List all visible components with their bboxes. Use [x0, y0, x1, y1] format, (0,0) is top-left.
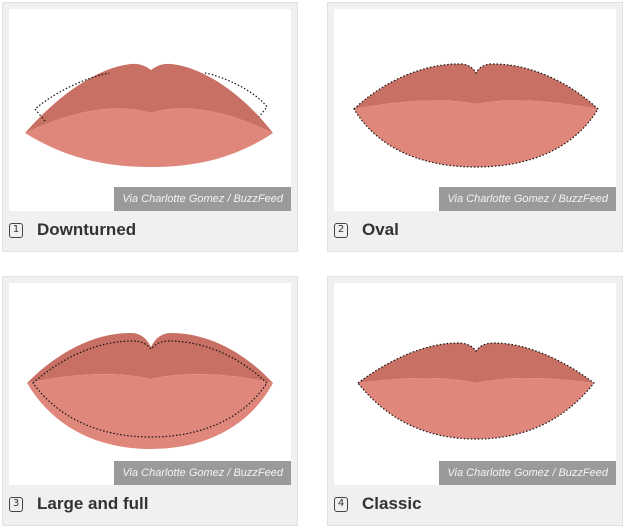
lower-lip: [25, 108, 273, 167]
lips-large-full-illustration: Via Charlotte Gomez / BuzzFeed: [9, 283, 291, 485]
lip-shape-label: Large and full: [37, 494, 149, 513]
photo-credit: Via Charlotte Gomez / BuzzFeed: [439, 187, 616, 211]
number-badge: 4: [334, 496, 348, 512]
card-caption: 2 Oval: [334, 217, 399, 243]
lips-downturned-illustration: Via Charlotte Gomez / BuzzFeed: [9, 9, 291, 211]
card-caption: 1 Downturned: [9, 217, 136, 243]
lip-shape-card-large-and-full[interactable]: Via Charlotte Gomez / BuzzFeed 3 Large a…: [2, 276, 298, 526]
number-badge: 1: [9, 222, 23, 238]
shape-outline: [357, 342, 595, 440]
photo-credit: Via Charlotte Gomez / BuzzFeed: [114, 461, 291, 485]
shape-outline: [353, 63, 599, 168]
lower-lip: [27, 374, 273, 449]
shape-outline: [34, 72, 268, 122]
lip-shape-label: Oval: [362, 220, 399, 239]
card-caption: 4 Classic: [334, 491, 422, 517]
lower-lip: [358, 378, 594, 439]
lip-shape-label: Downturned: [37, 220, 137, 239]
photo-credit: Via Charlotte Gomez / BuzzFeed: [439, 461, 616, 485]
lip-shape-card-classic[interactable]: Via Charlotte Gomez / BuzzFeed 4 Classic: [327, 276, 623, 526]
upper-lip: [354, 63, 598, 109]
upper-lip: [25, 63, 273, 133]
number-badge: 2: [334, 222, 348, 238]
lips-oval-illustration: Via Charlotte Gomez / BuzzFeed: [334, 9, 616, 211]
lip-shape-card-oval[interactable]: Via Charlotte Gomez / BuzzFeed 2 Oval: [327, 2, 623, 252]
lips-classic-illustration: Via Charlotte Gomez / BuzzFeed: [334, 283, 616, 485]
upper-lip: [27, 333, 273, 383]
lip-shape-card-downturned[interactable]: Via Charlotte Gomez / BuzzFeed 1 Downtur…: [2, 2, 298, 252]
upper-lip: [358, 343, 594, 383]
card-caption: 3 Large and full: [9, 491, 148, 517]
lower-lip: [354, 100, 598, 167]
number-badge: 3: [9, 496, 23, 512]
photo-credit: Via Charlotte Gomez / BuzzFeed: [114, 187, 291, 211]
lip-shape-label: Classic: [362, 494, 422, 513]
